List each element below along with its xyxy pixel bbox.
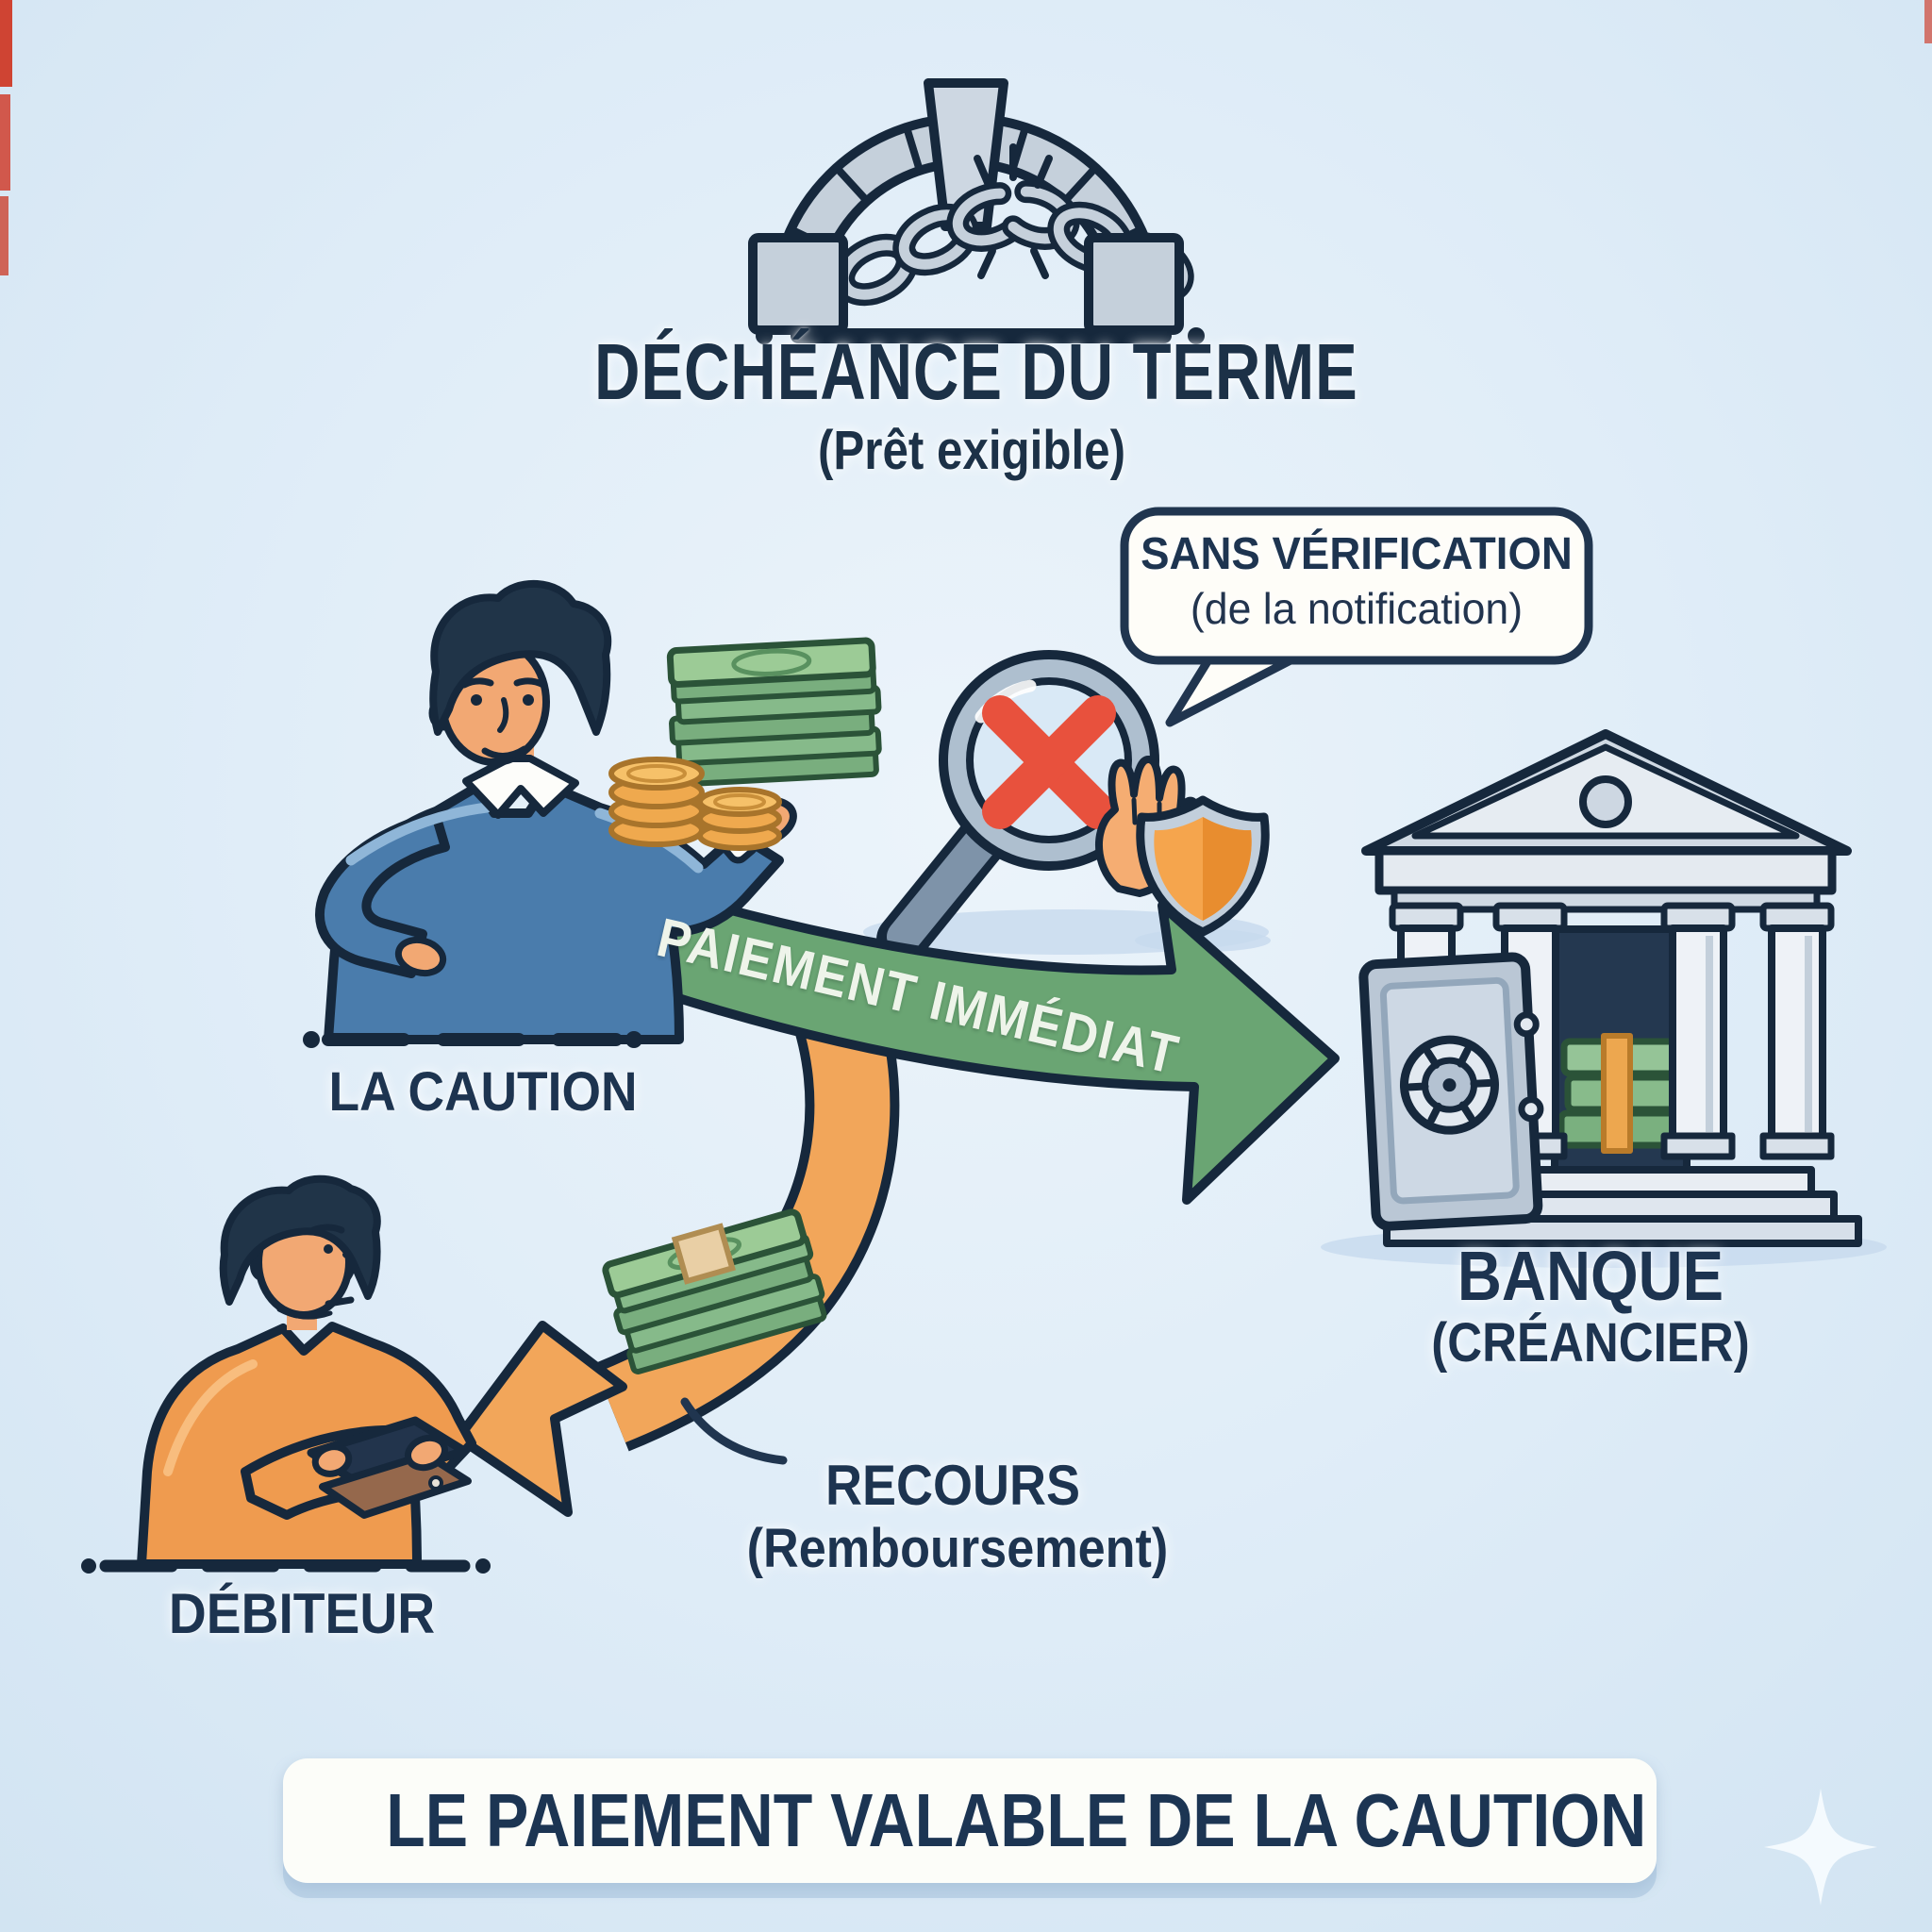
money-in-vault-icon: [1557, 1033, 1690, 1154]
shield-icon: [1135, 795, 1271, 952]
cash-stack-icon: [608, 637, 882, 851]
debtor-label: DÉBITEUR: [168, 1582, 436, 1645]
bank-sublabel: (CRÉANCIER): [1431, 1312, 1750, 1374]
coins-icon: [608, 757, 782, 851]
guarantor-holding-cash-icon: [303, 579, 882, 1048]
payment-arrow: [648, 884, 1340, 1205]
footer-banner: LE PAIEMENT VALABLE DE LA CAUTION: [283, 1758, 1657, 1883]
broken-chain-arch-icon: [748, 78, 1205, 344]
caution-label: LA CAUTION: [328, 1061, 638, 1123]
banknotes-bundle-icon: [602, 1208, 827, 1374]
bank-building: [1321, 729, 1887, 1268]
speech-bubble-text-main: SANS VÉRIFICATION: [1141, 529, 1573, 579]
recourse-callout-line: [680, 1397, 788, 1465]
red-cross-icon: [982, 695, 1116, 829]
speech-bubble-text-sub: (de la notification): [1190, 584, 1524, 633]
debtor-baseline: [81, 1558, 491, 1574]
recourse-sublabel: (Remboursement): [746, 1518, 1169, 1579]
bank-columns: [1389, 902, 1835, 1160]
debtor-empty-wallet-icon: [81, 1174, 491, 1574]
speech-bubble: [1120, 507, 1593, 727]
sparkle-icon: [1764, 1789, 1877, 1906]
page-title: DÉCHÉANCE DU TERME: [594, 327, 1358, 416]
page-subtitle: (Prêt exigible): [817, 420, 1126, 481]
edge-artifacts: [0, 0, 1932, 275]
footer-title: LE PAIEMENT VALABLE DE LA CAUTION: [386, 1778, 1647, 1862]
pediment-emblem-icon: [1579, 775, 1632, 828]
bank-label: BANQUE: [1457, 1237, 1724, 1315]
bank-open-vault-icon: [1358, 952, 1544, 1231]
caution-baseline: [303, 1031, 642, 1048]
recourse-label: RECOURS: [824, 1454, 1081, 1517]
